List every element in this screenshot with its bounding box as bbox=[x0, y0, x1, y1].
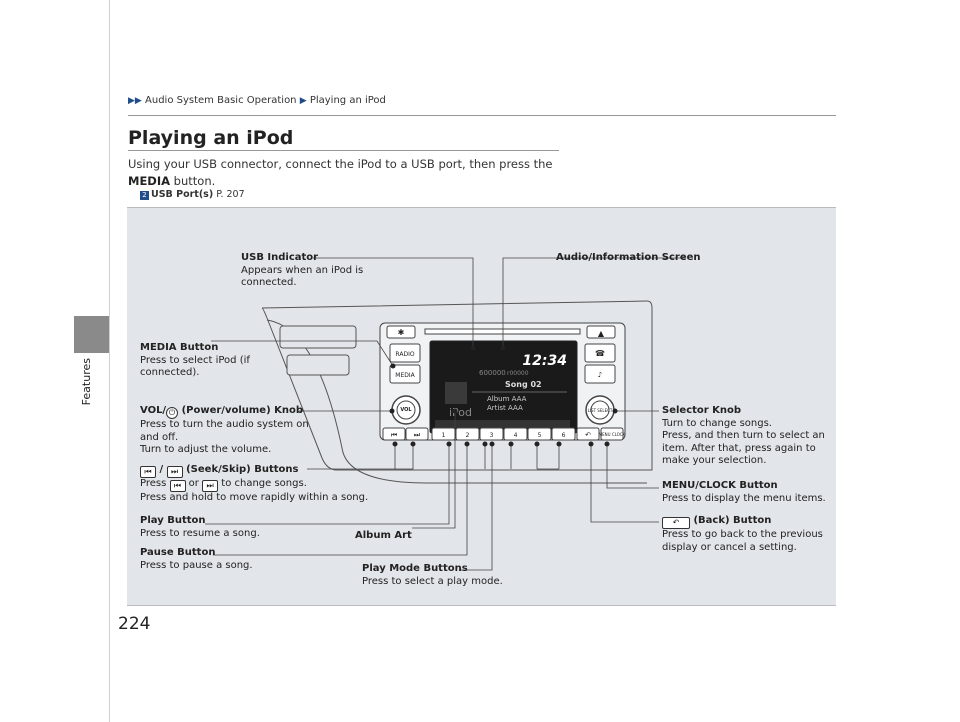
audio-screen-callout: Audio/Information Screen bbox=[556, 252, 701, 263]
preset-label-5: 5 bbox=[538, 432, 542, 439]
back-callout-line bbox=[590, 444, 659, 523]
counter-readout-2: r00000 bbox=[507, 370, 529, 377]
menu-callout-line bbox=[606, 444, 659, 489]
back-arrow-icon: ↶ bbox=[662, 517, 690, 529]
usb-callout-line bbox=[313, 257, 474, 348]
menu-clock-button bbox=[600, 427, 624, 441]
play-mode-callout: Play Mode Buttons Press to select a play… bbox=[362, 563, 503, 587]
svg-text:↶: ↶ bbox=[585, 431, 591, 439]
left-slot-1 bbox=[279, 325, 357, 349]
preset-label-3: 3 bbox=[490, 432, 494, 439]
title-rule bbox=[128, 150, 559, 151]
eject-button bbox=[586, 325, 616, 339]
vol-knob-callout: VOL/⏻ (Power/volume) Knob Press to turn … bbox=[140, 405, 309, 455]
audio-unit-diagram: ✱ ▲ RADIO MEDIA 12:34 600000 r00000 Song… bbox=[205, 257, 685, 571]
breadcrumb-part2[interactable]: Playing an iPod bbox=[309, 95, 386, 106]
svg-text:✱: ✱ bbox=[398, 328, 405, 337]
seek-callout-line-2 bbox=[395, 444, 414, 470]
breadcrumb-arrow-icon: ▶ bbox=[299, 96, 307, 106]
counter-readout: 600000 bbox=[479, 369, 506, 377]
pause-callout-line bbox=[213, 444, 468, 556]
skip-forward-icon: ⏭ bbox=[202, 480, 219, 492]
page-number: 224 bbox=[118, 614, 151, 634]
preset-label-2: 2 bbox=[466, 432, 470, 439]
svg-text:▲: ▲ bbox=[598, 329, 605, 338]
svg-text:⏮: ⏮ bbox=[391, 431, 397, 439]
play-mode-callout-line bbox=[459, 444, 493, 571]
vol-knob-label: VOL bbox=[400, 407, 412, 413]
seek-forward-button bbox=[405, 427, 429, 441]
usb-indicator-callout: USB Indicator Appears when an iPod is co… bbox=[241, 252, 364, 288]
album-name: Album AAA bbox=[487, 395, 527, 403]
song-title: Song 02 bbox=[505, 380, 542, 389]
album-art-image bbox=[445, 382, 467, 404]
play-callout-line bbox=[205, 444, 450, 525]
play-button-callout: Play Button Press to resume a song. bbox=[140, 515, 260, 539]
media-button-callout: MEDIA Button Press to select iPod (if co… bbox=[140, 342, 250, 378]
album-art-callout: Album Art bbox=[355, 530, 412, 541]
breadcrumb-arrow-icon: ▶▶ bbox=[128, 96, 142, 106]
skip-forward-icon: ⏭ bbox=[166, 466, 183, 478]
media-button-label: MEDIA bbox=[395, 372, 415, 379]
screen-bottom-bar bbox=[435, 420, 570, 428]
breadcrumb-part1[interactable]: Audio System Basic Operation bbox=[145, 95, 297, 106]
clock-readout: 12:34 bbox=[522, 353, 567, 369]
preset-label-6: 6 bbox=[562, 432, 566, 439]
breadcrumb: ▶▶ Audio System Basic Operation ▶ Playin… bbox=[128, 95, 386, 106]
seek-back-button bbox=[382, 427, 406, 441]
phone-button bbox=[584, 343, 616, 363]
preset-button-4[interactable] bbox=[503, 427, 528, 441]
radio-button bbox=[389, 343, 421, 363]
section-label: Features bbox=[80, 358, 93, 406]
selector-knob-callout: Selector Knob Turn to change songs. Pres… bbox=[662, 405, 825, 466]
ipod-logo: iPod bbox=[449, 406, 472, 419]
margin-line bbox=[109, 0, 110, 722]
back-button-callout: ↶ (Back) Button Press to go back to the … bbox=[662, 515, 823, 553]
preset-button-5[interactable] bbox=[527, 427, 552, 441]
power-icon: ⏻ bbox=[166, 407, 179, 419]
preset-button-2[interactable] bbox=[455, 427, 480, 441]
media-callout-line bbox=[211, 340, 394, 367]
reference-icon: 2 bbox=[140, 191, 149, 200]
selector-knob-label: LIST SELECT bbox=[588, 408, 613, 413]
preset-button-3[interactable] bbox=[479, 427, 504, 441]
top-left-button bbox=[386, 325, 416, 339]
preset-button-6[interactable] bbox=[551, 427, 576, 441]
media-button bbox=[389, 364, 421, 384]
cd-slot bbox=[424, 328, 581, 335]
section-tab bbox=[74, 316, 109, 353]
audio-unit-figure: ✱ ▲ RADIO MEDIA 12:34 600000 r00000 Song… bbox=[127, 207, 836, 606]
page-title: Playing an iPod bbox=[128, 127, 294, 149]
back-button bbox=[576, 427, 600, 441]
radio-button-label: RADIO bbox=[395, 351, 414, 358]
seek-buttons-callout: ⏮ / ⏭ (Seek/Skip) Buttons Press ⏮ or ⏭ t… bbox=[140, 464, 369, 503]
menu-clock-callout: MENU/CLOCK Button Press to display the m… bbox=[662, 480, 826, 504]
left-slot-2 bbox=[286, 354, 350, 376]
skip-back-icon: ⏮ bbox=[140, 466, 156, 478]
pause-button-callout: Pause Button Press to pause a song. bbox=[140, 547, 253, 571]
preset-label-1: 1 bbox=[442, 432, 446, 439]
svg-text:☎: ☎ bbox=[595, 349, 605, 358]
audio-screen-callout-line bbox=[502, 257, 685, 348]
svg-text:⏭: ⏭ bbox=[414, 431, 421, 439]
intro-paragraph: Using your USB connector, connect the iP… bbox=[128, 157, 553, 188]
preset-label-4: 4 bbox=[514, 432, 518, 439]
svg-text:♪: ♪ bbox=[598, 371, 602, 379]
header-rule bbox=[128, 115, 836, 116]
artist-name: Artist AAA bbox=[487, 404, 523, 412]
album-art-callout-line bbox=[412, 411, 456, 529]
menu-clock-label: MENU CLOCK bbox=[599, 432, 626, 437]
skip-back-icon: ⏮ bbox=[169, 480, 186, 492]
talk-button bbox=[584, 364, 616, 384]
preset-buttons: 1 2 3 4 5 6 bbox=[431, 427, 576, 441]
